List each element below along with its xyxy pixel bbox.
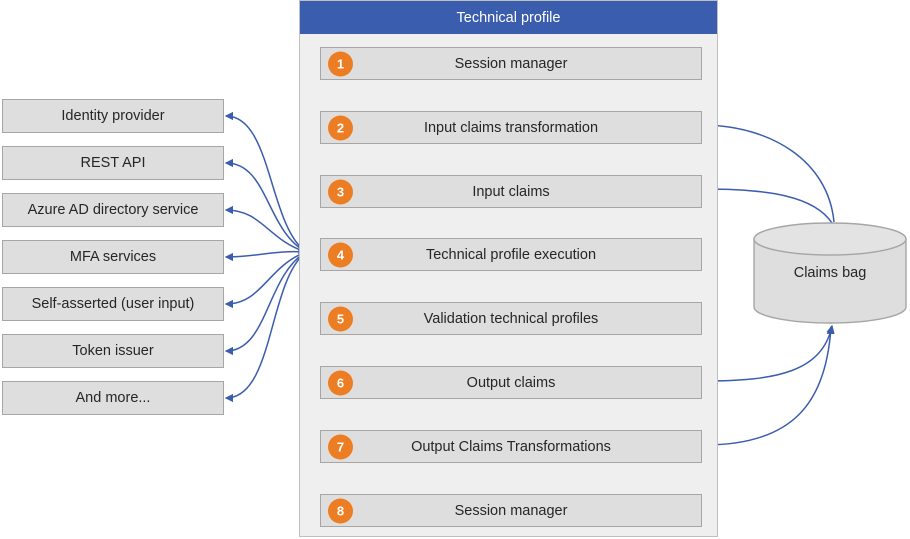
source-box-mfa-services[interactable]: MFA services: [2, 240, 224, 274]
step-2-input-claims-transformation[interactable]: 2 Input claims transformation: [320, 111, 702, 144]
link-identity-provider: [224, 111, 307, 253]
source-box-rest-api[interactable]: REST API: [2, 146, 224, 180]
link-mfa-services: [224, 247, 308, 262]
source-box-identity-provider[interactable]: Identity provider: [2, 99, 224, 133]
step-4-technical-profile-execution[interactable]: 4 Technical profile execution: [320, 238, 702, 271]
source-box-and-more[interactable]: And more...: [2, 381, 224, 415]
step-6-output-claims[interactable]: 6 Output claims: [320, 366, 702, 399]
source-label: Azure AD directory service: [27, 202, 199, 218]
source-box-self-asserted[interactable]: Self-asserted (user input): [2, 287, 224, 321]
step-label: Input claims transformation: [423, 119, 599, 136]
step-label: Session manager: [454, 502, 568, 519]
step-label: Technical profile execution: [425, 246, 597, 263]
step-label: Validation technical profiles: [423, 310, 599, 327]
source-label: Token issuer: [72, 343, 154, 359]
link-azure-ad: [224, 205, 308, 254]
technical-profile-panel: Technical profile 1 Session manager 2 In…: [299, 0, 718, 537]
step-badge: 2: [328, 115, 353, 140]
step-label: Output claims: [466, 374, 556, 391]
step-label: Output Claims Transformations: [411, 438, 611, 455]
claims-bag-store[interactable]: Claims bag: [753, 222, 907, 324]
step-1-session-manager[interactable]: 1 Session manager: [320, 47, 702, 80]
step-8-session-manager[interactable]: 8 Session manager: [320, 494, 702, 527]
link-output-claims-transformations-to-bag: [703, 325, 835, 446]
source-label: REST API: [80, 155, 146, 171]
link-bag-to-input-claims: [702, 184, 833, 224]
source-label: MFA services: [69, 249, 157, 265]
link-self-asserted: [224, 250, 308, 309]
source-label: And more...: [75, 390, 151, 406]
step-badge: 1: [328, 51, 353, 76]
step-label: Input claims: [472, 183, 550, 200]
step-label: Session manager: [454, 55, 568, 72]
link-output-claims-to-bag: [703, 324, 835, 382]
source-label: Self-asserted (user input): [31, 296, 195, 312]
step-badge: 8: [328, 498, 353, 523]
cylinder-icon: [753, 222, 907, 324]
step-badge: 3: [328, 179, 353, 204]
step-badge: 7: [328, 434, 353, 459]
step-5-validation-technical-profiles[interactable]: 5 Validation technical profiles: [320, 302, 702, 335]
source-box-azure-ad-directory-service[interactable]: Azure AD directory service: [2, 193, 224, 227]
step-badge: 6: [328, 370, 353, 395]
link-token-issuer: [224, 251, 308, 356]
step-badge: 4: [328, 242, 353, 267]
step-7-output-claims-transformations[interactable]: 7 Output Claims Transformations: [320, 430, 702, 463]
claims-bag-label-wrap: Claims bag: [753, 222, 907, 324]
panel-title: Technical profile: [456, 9, 561, 26]
step-3-input-claims[interactable]: 3 Input claims: [320, 175, 702, 208]
claims-bag-label: Claims bag: [793, 265, 867, 281]
step-badge: 5: [328, 306, 353, 331]
panel-header: Technical profile: [300, 1, 717, 34]
source-label: Identity provider: [61, 108, 165, 124]
link-rest-api: [224, 158, 308, 253]
source-box-token-issuer[interactable]: Token issuer: [2, 334, 224, 368]
link-and-more: [224, 251, 307, 403]
link-bag-to-input-claims-transformation: [702, 120, 835, 223]
